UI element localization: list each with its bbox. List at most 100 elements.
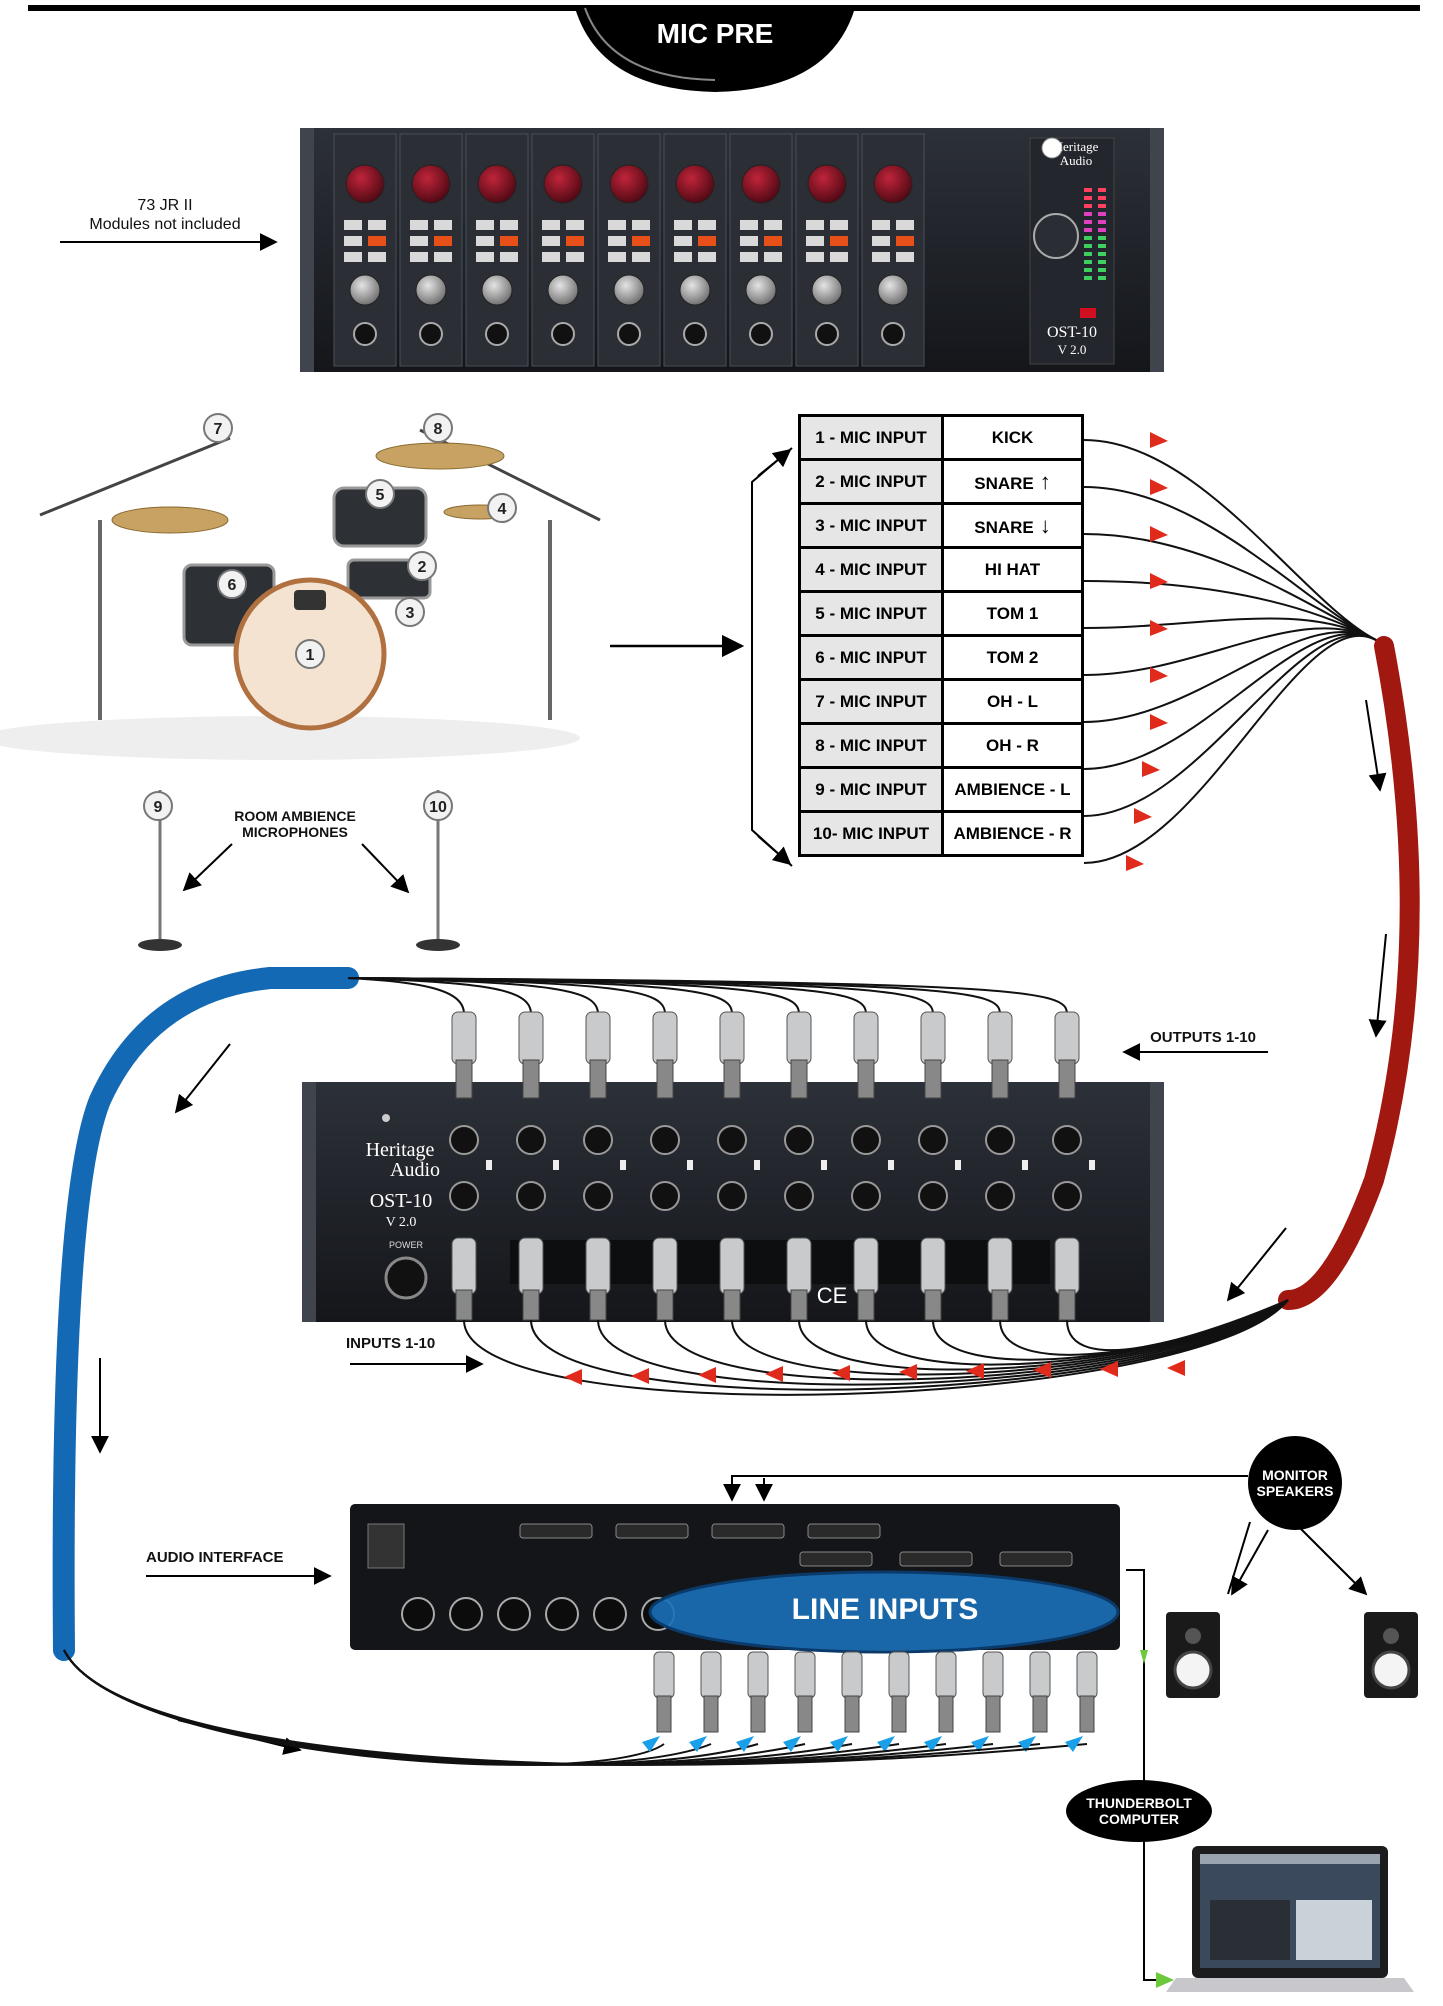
mic-badge-label: 2 bbox=[418, 559, 427, 576]
thunderbolt-computer-badge: THUNDERBOLT COMPUTER bbox=[1066, 1780, 1212, 1842]
red-arrow-icon bbox=[1134, 808, 1152, 824]
red-arrow-icon bbox=[631, 1368, 649, 1384]
red-arrow-icon bbox=[1150, 620, 1168, 636]
xlr-plug-icon bbox=[853, 1237, 879, 1295]
red-arrow-icon bbox=[1126, 855, 1144, 871]
preamp-module bbox=[663, 133, 727, 367]
xlr-plug-icon bbox=[794, 1651, 816, 1699]
drum-kit-illustration bbox=[0, 428, 601, 760]
xlr-plug-icon bbox=[920, 1237, 946, 1295]
xlr-plug-icon bbox=[853, 1011, 879, 1065]
mic-badge-label: 1 bbox=[306, 647, 315, 664]
output-knob-icon bbox=[745, 274, 777, 306]
blue-snake-cable bbox=[52, 967, 359, 1661]
mic-badge-4: 4 bbox=[487, 493, 517, 523]
modules-note-line2: Modules not included bbox=[89, 216, 241, 233]
combo-jack-icon bbox=[593, 1597, 627, 1631]
back-brand: Heritage Audio bbox=[350, 1140, 450, 1180]
xlr-plug-icon bbox=[920, 1011, 946, 1065]
blue-arrow-icon bbox=[830, 1736, 848, 1752]
xlr-plug-icon bbox=[652, 1011, 678, 1065]
input-jack-icon bbox=[583, 1181, 613, 1211]
blue-arrow-icon bbox=[1018, 1736, 1036, 1752]
xlr-plug-icon bbox=[1054, 1237, 1080, 1295]
thunderbolt-line2: COMPUTER bbox=[1098, 1811, 1180, 1827]
modules-note-line1: 73 JR II bbox=[137, 197, 193, 214]
xlr-plug-icon bbox=[1076, 1651, 1098, 1699]
channel-source-text: OH - L bbox=[987, 691, 1038, 711]
preamp-module bbox=[861, 133, 925, 367]
output-jack-icon bbox=[1052, 1125, 1082, 1155]
monitor-line2: SPEAKERS bbox=[1256, 1483, 1334, 1499]
xlr-plug-icon bbox=[653, 1651, 675, 1699]
xlr-plug-icon bbox=[982, 1651, 1004, 1699]
rack-front-unit bbox=[300, 128, 1164, 372]
red-arrow-icon bbox=[1167, 1360, 1185, 1376]
dsub-connector-icon bbox=[615, 1523, 689, 1539]
xlr-plugs bbox=[451, 1011, 1080, 1321]
output-knob-icon bbox=[349, 274, 381, 306]
input-jack-icon bbox=[784, 1181, 814, 1211]
xlr-plug-icon bbox=[1054, 1011, 1080, 1065]
preamp-module bbox=[795, 133, 859, 367]
xlr-plug-icon bbox=[888, 1651, 910, 1699]
red-arrow-icon bbox=[1150, 573, 1168, 589]
preamp-module bbox=[729, 133, 793, 367]
input-cables bbox=[463, 1299, 1289, 1396]
red-arrow-icon bbox=[1150, 714, 1168, 730]
input-jack-icon bbox=[717, 1181, 747, 1211]
front-model: OST-10 V 2.0 bbox=[1024, 324, 1120, 358]
xlr-plug-icon bbox=[841, 1651, 863, 1699]
back-model-name: OST-10 bbox=[369, 1190, 433, 1212]
xlr-plug-icon bbox=[1029, 1651, 1051, 1699]
channel-source-text: SNARE bbox=[974, 517, 1034, 537]
mic-badge-1: 1 bbox=[295, 639, 325, 669]
mic-badge-7: 7 bbox=[203, 413, 233, 443]
output-knob-icon bbox=[481, 274, 513, 306]
di-jack-icon bbox=[749, 322, 773, 346]
channel-source-cell: SNARE↑ bbox=[941, 458, 1084, 505]
dsub-connector-icon bbox=[807, 1523, 881, 1539]
di-jack-icon bbox=[485, 322, 509, 346]
red-arrow-icon bbox=[698, 1367, 716, 1383]
blue-arrow-icon bbox=[736, 1736, 754, 1752]
gain-knob-icon bbox=[675, 164, 715, 204]
red-arrow-icon bbox=[899, 1364, 917, 1380]
xlr-plug-icon bbox=[935, 1651, 957, 1699]
channel-input-cell: 9 - MIC INPUT bbox=[798, 766, 944, 813]
channel-source-cell: TOM 2 bbox=[941, 634, 1084, 681]
output-jack-icon bbox=[918, 1125, 948, 1155]
red-arrow-icon bbox=[1142, 761, 1160, 777]
mic-badge-label: 6 bbox=[228, 577, 237, 594]
dsub-connector-icon bbox=[899, 1551, 973, 1567]
output-knob-icon bbox=[415, 274, 447, 306]
back-brand-line1: Heritage bbox=[365, 1139, 435, 1161]
rear-xlr-jacks bbox=[449, 1125, 1095, 1211]
output-knob-icon bbox=[877, 274, 909, 306]
channel-source-cell: OH - R bbox=[941, 722, 1084, 769]
channel-source-cell: OH - L bbox=[941, 678, 1084, 725]
vu-meter bbox=[1084, 188, 1106, 280]
xlr-plug-icon bbox=[786, 1237, 812, 1295]
line-inputs-highlight bbox=[648, 1570, 1120, 1654]
channel-source-text: TOM 1 bbox=[986, 603, 1039, 623]
combo-jack-icon bbox=[401, 1597, 435, 1631]
red-arrow-icon bbox=[1150, 667, 1168, 683]
red-arrow-icon bbox=[966, 1363, 984, 1379]
gain-knob-icon bbox=[345, 164, 385, 204]
mic-badge-label: 3 bbox=[406, 605, 415, 622]
input-jack-icon bbox=[985, 1181, 1015, 1211]
power-connector-icon bbox=[384, 1256, 428, 1300]
xlr-plug-icon bbox=[786, 1011, 812, 1065]
blue-arrow-icon bbox=[689, 1736, 707, 1752]
monitor-speakers-badge: MONITOR SPEAKERS bbox=[1248, 1436, 1342, 1530]
xlr-plug-icon bbox=[719, 1237, 745, 1295]
combo-jack-icon bbox=[497, 1597, 531, 1631]
